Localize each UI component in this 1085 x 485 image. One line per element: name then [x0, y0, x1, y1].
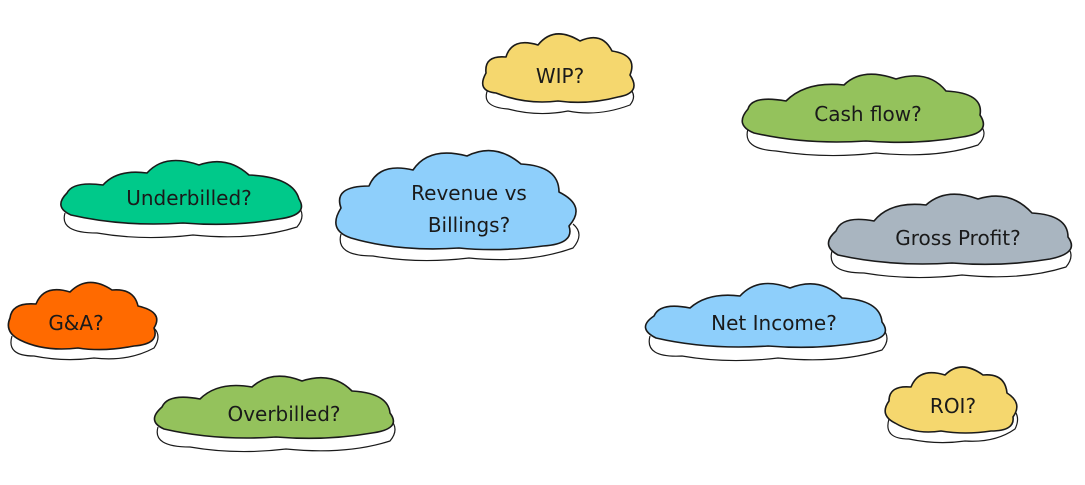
- cloud-overbilled-label: Overbilled?: [227, 402, 340, 426]
- cloud-overbilled: Overbilled?: [153, 375, 396, 453]
- cloud-net-income-label: Net Income?: [711, 311, 837, 335]
- cloud-revenue-vs-billings: Revenue vs Billings?: [335, 149, 580, 262]
- cloud-underbilled: Underbilled?: [60, 159, 303, 239]
- cloud-ga-label: G&A?: [48, 311, 103, 335]
- cloud-cash-flow-shape: [741, 73, 985, 144]
- cloud-revenue-vs-billings-line-2: Billings?: [428, 213, 510, 237]
- cloud-wip-shape: [481, 33, 635, 104]
- cloud-revenue-vs-billings-line-1: Revenue vs: [411, 181, 527, 205]
- cloud-revenue-vs-billings-shape: [335, 149, 577, 251]
- cloud-roi-shape: [884, 366, 1018, 434]
- cloud-roi-label: ROI?: [930, 394, 976, 418]
- cloud-underbilled-shape: [60, 159, 303, 226]
- cloud-wip-label: WIP?: [536, 64, 584, 88]
- cloud-underbilled-label: Underbilled?: [126, 186, 252, 210]
- cloud-gross-profit-label: Gross Profit?: [895, 226, 1021, 250]
- cloud-gross-profit: Gross Profit?: [827, 193, 1073, 279]
- cloud-net-income-shape: [644, 282, 887, 349]
- cloud-ga: G&A?: [7, 281, 159, 361]
- cloud-cash-flow: Cash flow?: [741, 73, 985, 157]
- cloud-ga-shape: [7, 281, 158, 351]
- cloud-overbilled-shape: [153, 375, 395, 440]
- cloud-cash-flow-label: Cash flow?: [814, 102, 921, 126]
- cloud-wip: WIP?: [481, 33, 635, 115]
- cloud-roi: ROI?: [884, 366, 1019, 444]
- cloud-gross-profit-shape: [827, 193, 1073, 266]
- cloud-net-income: Net Income?: [644, 282, 888, 362]
